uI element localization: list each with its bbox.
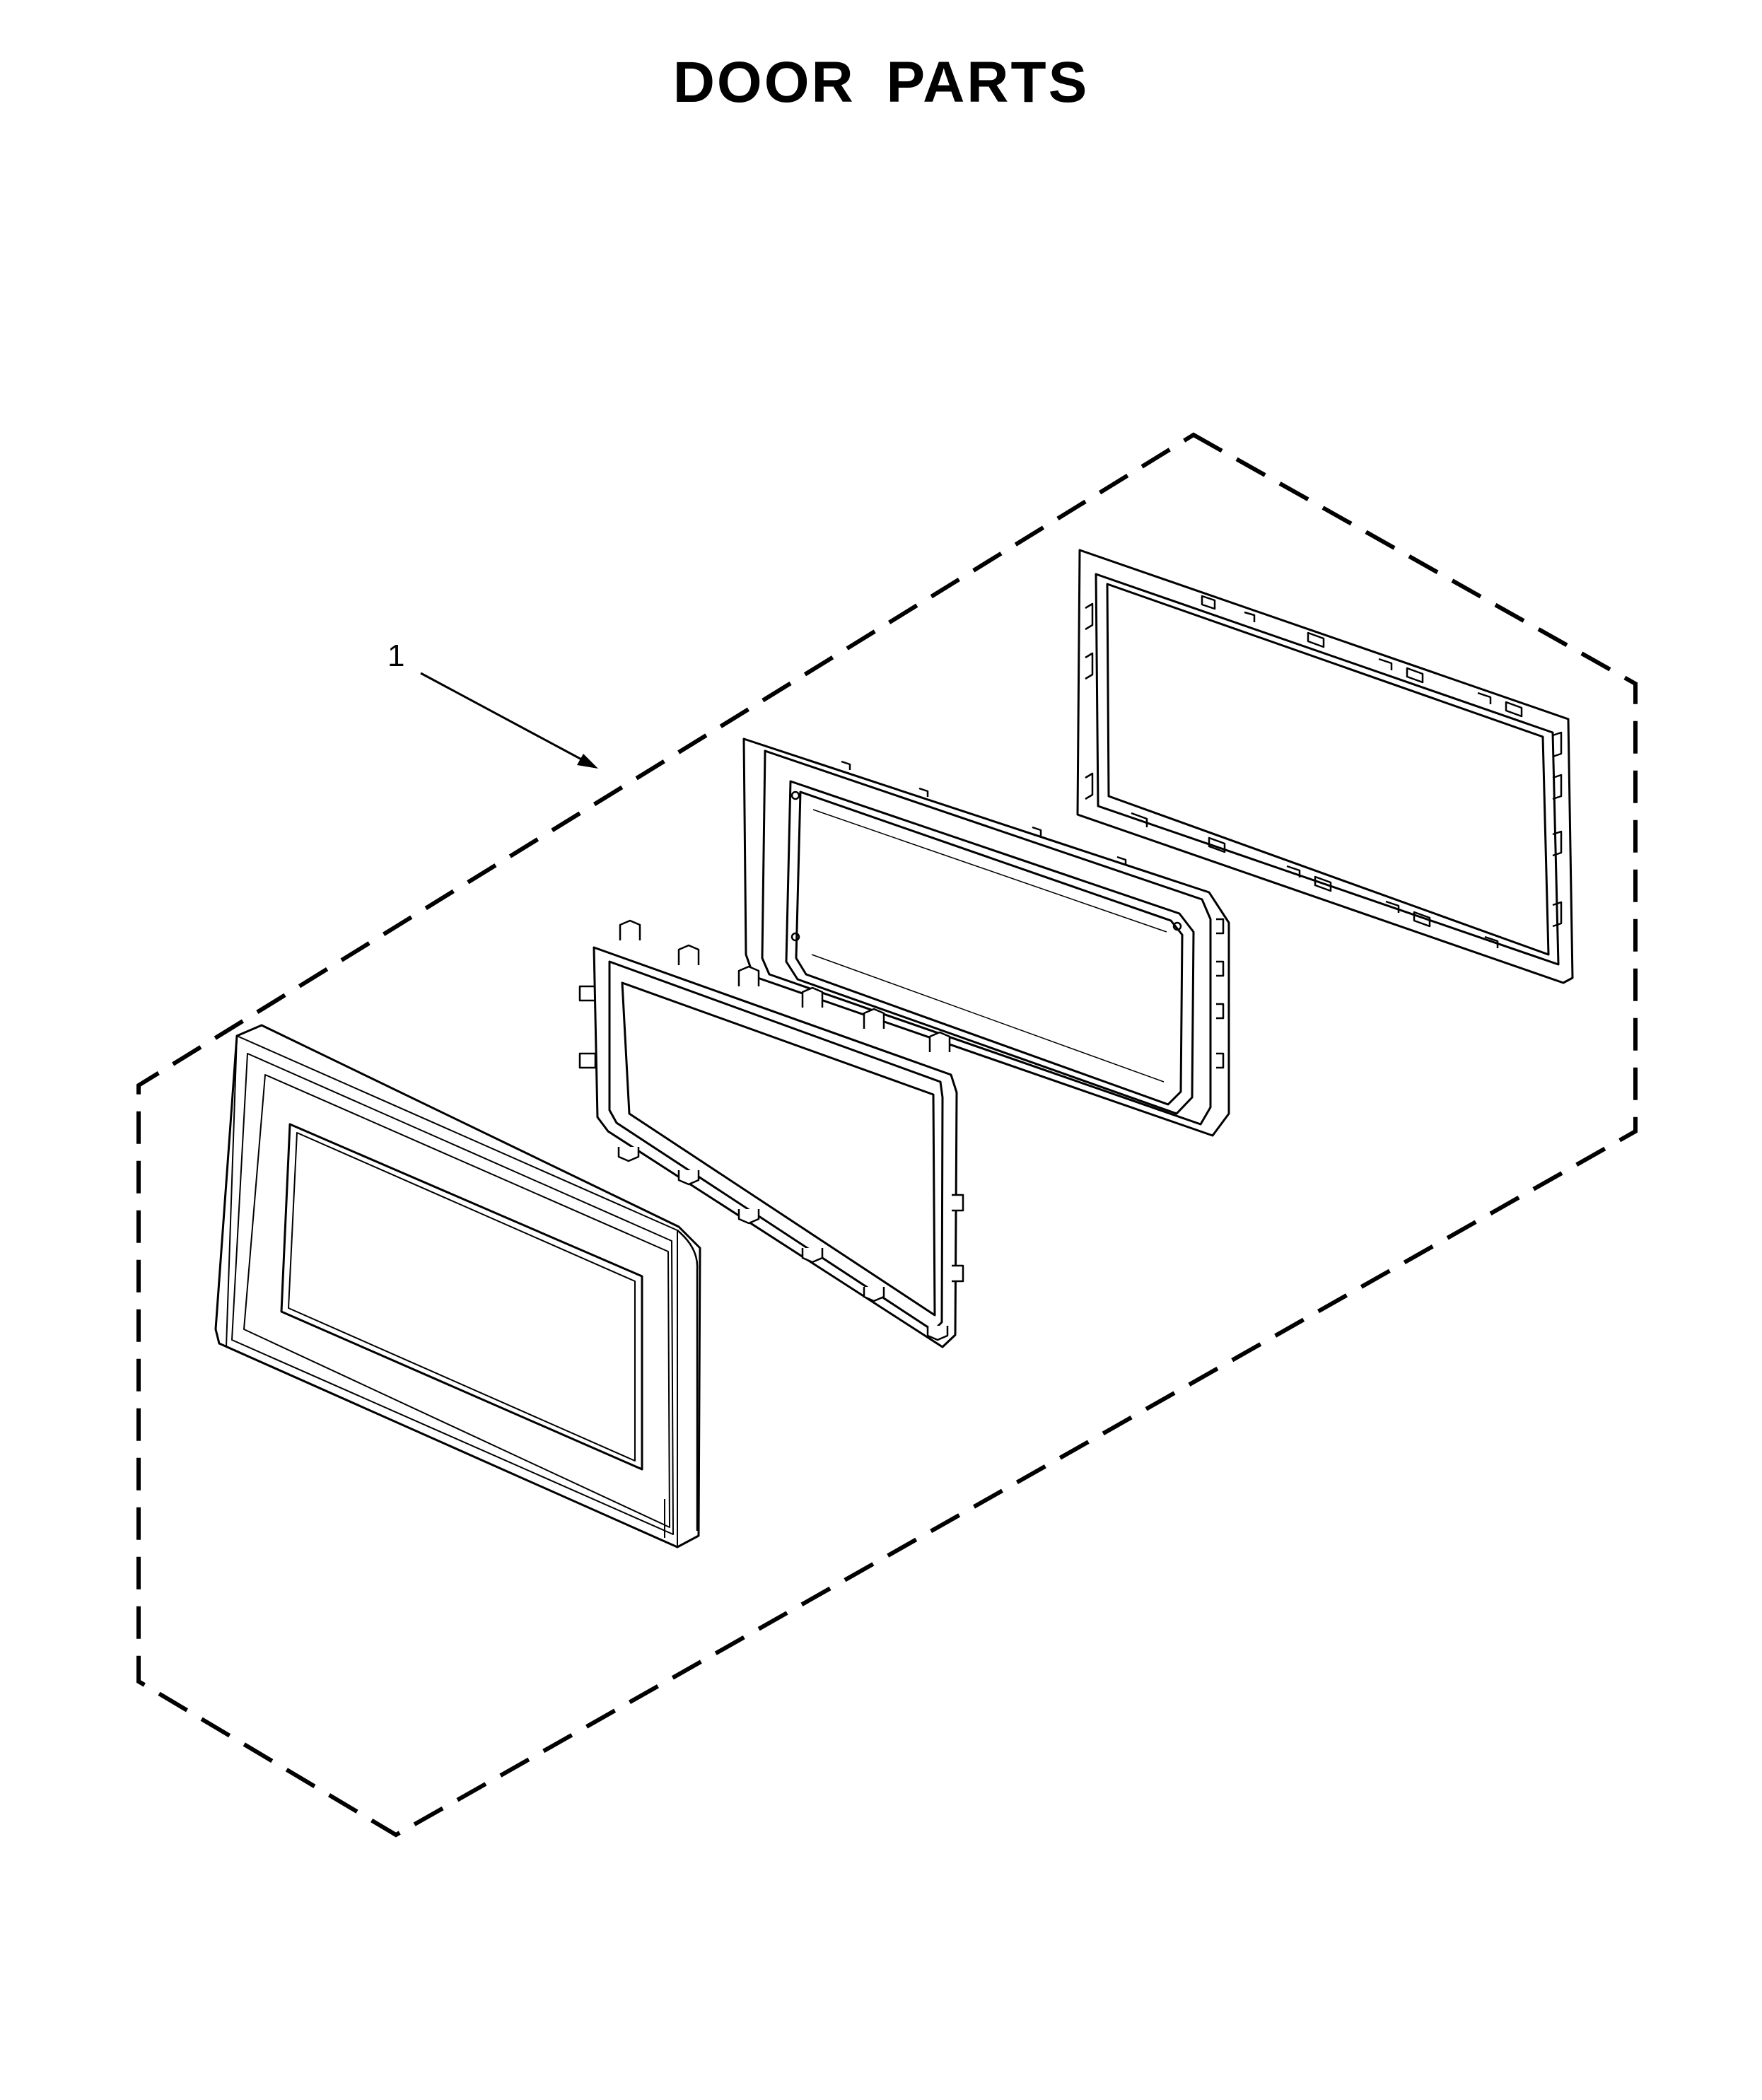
door-rear-frame bbox=[1076, 549, 1574, 984]
door-outer-panel bbox=[214, 1024, 701, 1548]
page-title: DOOR PARTS bbox=[672, 50, 1090, 115]
door-window-frame bbox=[578, 919, 964, 1348]
callout-1-leader bbox=[420, 672, 598, 769]
door-inner-panel bbox=[742, 737, 1230, 1137]
callout-number-1: 1 bbox=[387, 638, 404, 673]
assembly-boundary bbox=[136, 432, 1638, 1838]
